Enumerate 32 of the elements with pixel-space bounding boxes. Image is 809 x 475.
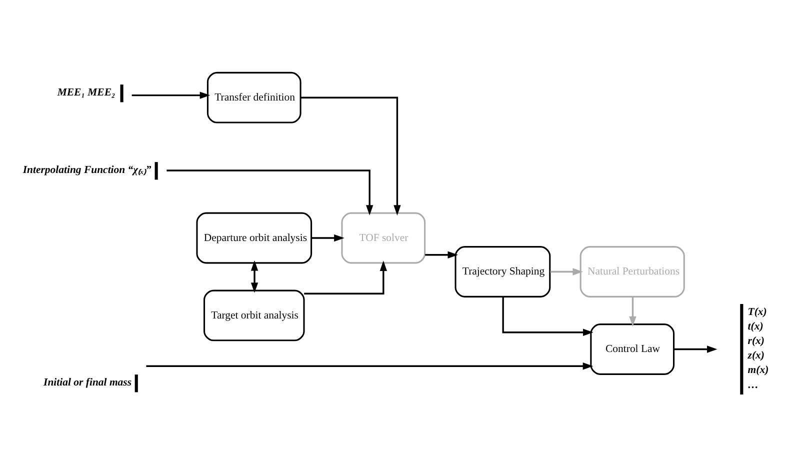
arrow — [166, 169, 374, 215]
arrow — [146, 362, 594, 370]
node-box — [740, 303, 744, 394]
node-box: Departure orbit analysis — [196, 212, 312, 264]
arrow — [304, 260, 388, 294]
node-box — [154, 162, 158, 180]
node-box: Natural Perturbations — [580, 246, 685, 297]
node-label: Initial or final mass — [44, 376, 132, 388]
node-box: Target orbit analysis — [204, 289, 305, 341]
node-box: Control Law — [590, 323, 675, 374]
node-label: z(x) — [748, 349, 765, 362]
node-label: t(x) — [748, 320, 764, 332]
node-box: Trajectory Shaping — [454, 246, 551, 297]
node-box — [134, 374, 138, 392]
node-label: m(x) — [748, 364, 769, 376]
arrow — [502, 296, 594, 336]
node-label: Interpolating Function “χ₍ₓ₎” — [22, 163, 152, 176]
arrow — [250, 260, 258, 292]
arrow — [132, 91, 210, 98]
arrow — [425, 250, 458, 258]
node-label: r(x) — [748, 334, 765, 347]
arrow — [312, 234, 344, 242]
node-box: TOF solver — [341, 212, 426, 264]
node-box: Transfer definition — [206, 71, 302, 123]
arrow — [550, 268, 583, 275]
node-label: MEE₁ MEE₂ — [57, 86, 116, 98]
node-label: T(x) — [748, 305, 767, 318]
node-label: … — [748, 378, 759, 390]
arrow — [629, 296, 636, 326]
node-box — [120, 84, 124, 102]
arrow — [674, 345, 718, 352]
arrow — [300, 96, 401, 215]
